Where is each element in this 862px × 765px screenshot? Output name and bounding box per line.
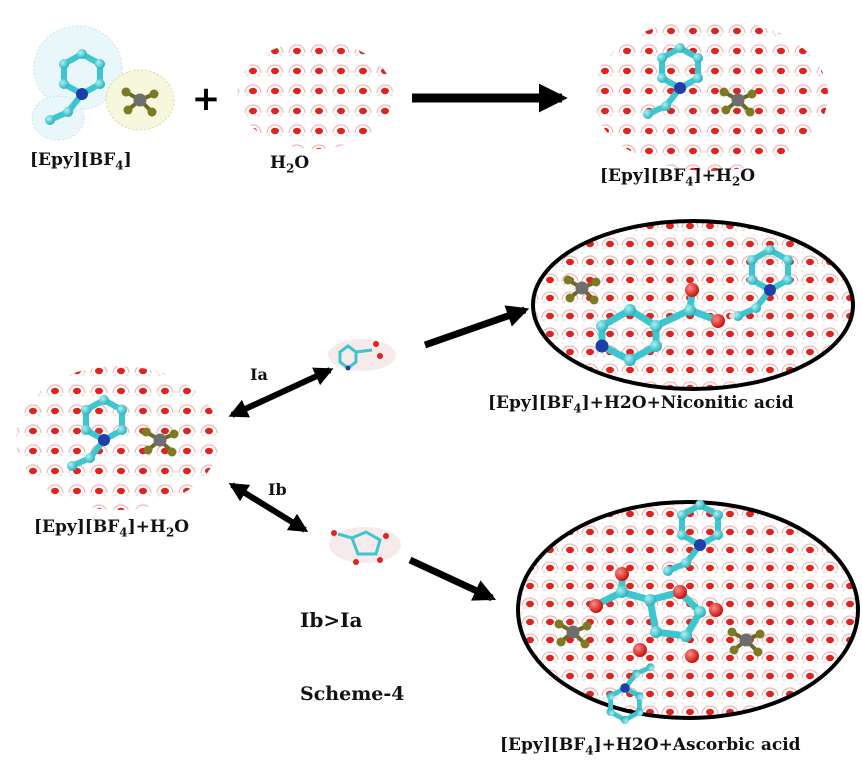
comparison-label: Ib>Ia: [300, 608, 363, 632]
ia-label: Ia: [250, 365, 268, 384]
ib-label: Ib: [268, 480, 287, 499]
nicotinic-acid-mixture: [531, 219, 855, 391]
nicotinic-acid-molecule-icon: [595, 283, 735, 366]
epy-bf4-reactant: [31, 25, 175, 141]
scheme-title: Scheme-4: [300, 683, 405, 705]
water-cluster-reactant: [237, 41, 393, 149]
epy-bf4-label: [Epy][BF4]: [30, 150, 132, 173]
ascorbic-acid-mixture: [516, 500, 860, 724]
ib-forward-arrow: [408, 556, 497, 602]
ascorbic-acid-small-icon: [329, 527, 401, 565]
plus-sign: +: [192, 79, 221, 119]
water-label: H2O: [270, 153, 310, 176]
ascorbic-mixture-label: [Epy][BF4]+H2O+Ascorbic acid: [500, 735, 801, 758]
ia-forward-arrow: [423, 305, 530, 349]
ascorbic-acid-molecule-icon: [589, 567, 723, 663]
mixture-top-product: [592, 19, 828, 171]
mixture-left: [16, 366, 220, 510]
nicotinic-mixture-label: [Epy][BF4]+H2O+Niconitic acid: [488, 393, 794, 416]
nicotinic-acid-small-icon: [328, 339, 396, 371]
mixture-left-label: [Epy][BF4]+H2O: [34, 517, 190, 540]
ia-double-arrow: [228, 367, 334, 418]
ib-double-arrow: [228, 482, 309, 533]
mixture-top-label: [Epy][BF4]+H2O: [600, 166, 756, 189]
